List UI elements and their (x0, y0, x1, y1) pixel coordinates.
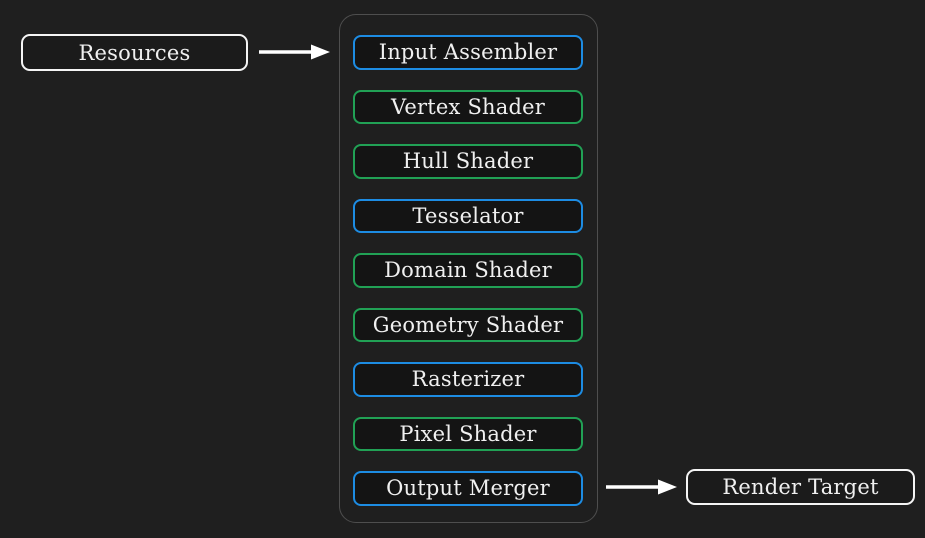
stage-box-rasterizer: Rasterizer (353, 362, 583, 397)
stage-box-hull-shader: Hull Shader (353, 144, 583, 179)
stage-label-rasterizer: Rasterizer (411, 367, 525, 392)
render-target-box: Render Target (686, 469, 915, 505)
stage-box-geometry-shader: Geometry Shader (353, 307, 583, 342)
stage-label-input-assembler: Input Assembler (378, 40, 558, 65)
stage-label-pixel-shader: Pixel Shader (399, 421, 537, 446)
stage-box-input-assembler: Input Assembler (353, 35, 583, 70)
arrow-resources-to-pipeline (257, 42, 331, 62)
stage-label-tesselator: Tesselator (412, 203, 524, 228)
stage-box-output-merger: Output Merger (353, 471, 583, 506)
pipeline-container: Input Assembler Vertex Shader Hull Shade… (339, 14, 598, 523)
right-arrow-icon (259, 44, 330, 60)
stage-box-tesselator: Tesselator (353, 198, 583, 233)
stage-box-domain-shader: Domain Shader (353, 253, 583, 288)
arrow-pipeline-to-render-target (604, 477, 678, 497)
stage-box-vertex-shader: Vertex Shader (353, 89, 583, 124)
resources-label: Resources (78, 40, 191, 65)
stage-box-pixel-shader: Pixel Shader (353, 416, 583, 451)
render-target-label: Render Target (722, 475, 879, 499)
stage-label-output-merger: Output Merger (386, 476, 550, 501)
stage-label-geometry-shader: Geometry Shader (372, 312, 564, 337)
stage-label-hull-shader: Hull Shader (402, 149, 534, 174)
resources-box: Resources (21, 34, 248, 71)
right-arrow-icon (606, 479, 677, 495)
pipeline-stage-list: Input Assembler Vertex Shader Hull Shade… (353, 35, 583, 506)
stage-label-vertex-shader: Vertex Shader (390, 94, 546, 119)
stage-label-domain-shader: Domain Shader (384, 258, 552, 283)
